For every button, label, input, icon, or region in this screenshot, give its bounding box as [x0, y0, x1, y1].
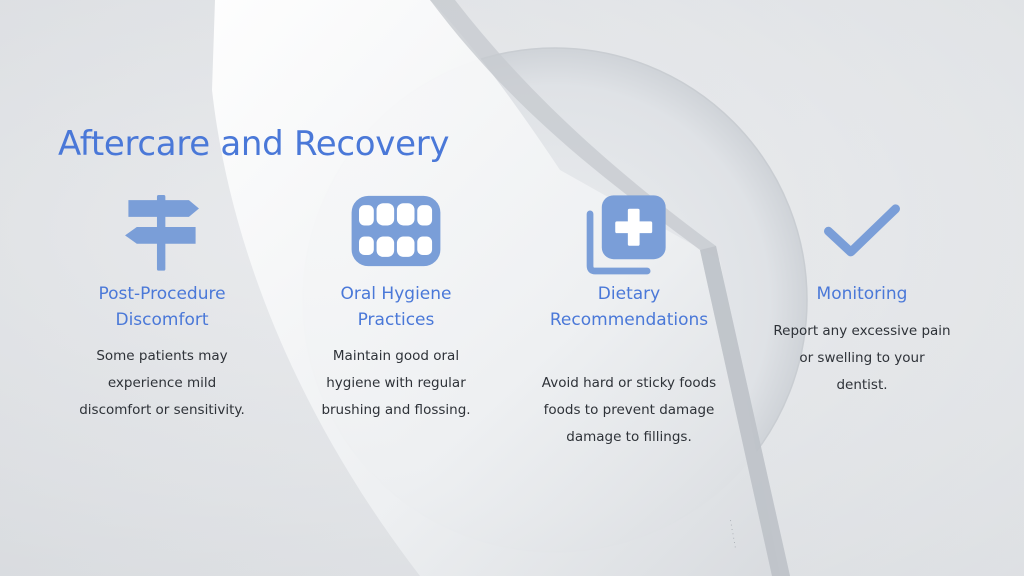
- description-line-3: dentist.: [836, 377, 888, 393]
- description-line-3: brushing and flossing.: [321, 402, 471, 418]
- heading-line-1: Post-Procedure: [98, 284, 226, 304]
- slide-title: Aftercare and Recovery: [58, 124, 450, 164]
- description-line-3: damage to fillings.: [566, 429, 692, 445]
- description-line-2: foods to prevent damage: [543, 402, 715, 418]
- column-monitoring: Monitoring Report any excessive pain or …: [742, 0, 982, 576]
- heading-line-1: Dietary: [597, 284, 661, 304]
- heading-line-1: Monitoring: [816, 284, 908, 304]
- medical-plus-icon: [586, 195, 666, 275]
- heading-line-2: Practices: [357, 310, 435, 330]
- column-dietary: Dietary Recommendations Avoid hard or st…: [509, 0, 749, 576]
- description-line-3: discomfort or sensitivity.: [79, 402, 245, 418]
- description-line-1: Avoid hard or sticky foods: [541, 375, 717, 391]
- heading-line-1: Oral Hygiene: [340, 284, 452, 304]
- description-line-1: Report any excessive pain: [773, 323, 951, 339]
- description-line-1: Some patients may: [96, 348, 228, 364]
- heading-line-2: Recommendations: [549, 310, 709, 330]
- column-post-procedure: Post-Procedure Discomfort Some patients …: [42, 0, 282, 576]
- signpost-icon: [125, 195, 199, 271]
- description-line-1: Maintain good oral: [332, 348, 460, 364]
- heading-line-2: Discomfort: [115, 310, 209, 330]
- description-line-2: hygiene with regular: [326, 375, 466, 391]
- description-line-2: experience mild: [107, 375, 217, 391]
- description-line-2: or swelling to your: [799, 350, 925, 366]
- column-oral-hygiene: Oral Hygiene Practices Maintain good ora…: [276, 0, 516, 576]
- teeth-icon: [351, 195, 441, 267]
- checkmark-icon: [824, 204, 900, 257]
